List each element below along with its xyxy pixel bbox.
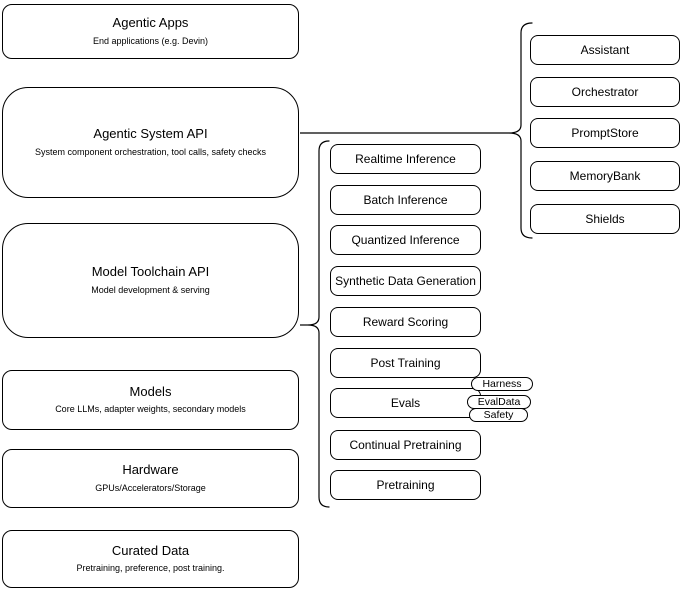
box-subtitle: Pretraining, preference, post training. xyxy=(76,563,225,574)
box-agentic-apps: Agentic Apps End applications (e.g. Devi… xyxy=(2,4,299,59)
box-post-training: Post Training xyxy=(330,348,481,378)
box-quantized-inference: Quantized Inference xyxy=(330,225,481,255)
box-synthetic-data-generation: Synthetic Data Generation xyxy=(330,266,481,296)
box-continual-pretraining: Continual Pretraining xyxy=(330,430,481,460)
box-pretraining: Pretraining xyxy=(330,470,481,500)
box-label: Continual Pretraining xyxy=(349,438,462,452)
box-label: Batch Inference xyxy=(363,193,448,207)
box-label: Realtime Inference xyxy=(355,152,456,166)
box-subtitle: Model development & serving xyxy=(91,284,210,295)
box-subtitle: End applications (e.g. Devin) xyxy=(92,35,209,46)
box-realtime-inference: Realtime Inference xyxy=(330,144,481,174)
box-hardware: Hardware GPUs/Accelerators/Storage xyxy=(2,449,299,508)
box-label: Orchestrator xyxy=(571,85,639,99)
box-label: Evals xyxy=(390,396,421,410)
box-shields: Shields xyxy=(530,204,680,234)
box-label: Quantized Inference xyxy=(351,233,460,247)
pill-label: Safety xyxy=(483,408,514,421)
box-subtitle: GPUs/Accelerators/Storage xyxy=(95,482,206,493)
box-label: Assistant xyxy=(580,43,630,57)
box-title: Agentic System API xyxy=(93,126,208,142)
box-label: Shields xyxy=(585,212,625,226)
box-label: PromptStore xyxy=(571,126,639,140)
box-model-toolchain-api: Model Toolchain API Model development & … xyxy=(2,223,299,338)
components-brace xyxy=(508,22,533,239)
toolchain-brace xyxy=(307,140,330,508)
pill-safety: Safety xyxy=(469,408,528,422)
box-label: Reward Scoring xyxy=(362,315,449,329)
box-title: Model Toolchain API xyxy=(91,264,210,280)
box-memorybank: MemoryBank xyxy=(530,161,680,191)
box-title: Agentic Apps xyxy=(112,15,189,31)
box-models: Models Core LLMs, adapter weights, secon… xyxy=(2,370,299,430)
box-title: Models xyxy=(129,383,172,399)
box-curated-data: Curated Data Pretraining, preference, po… xyxy=(2,530,299,588)
pill-label: Harness xyxy=(482,377,522,390)
box-label: Post Training xyxy=(370,356,441,370)
box-title: Hardware xyxy=(122,462,179,478)
pill-label: EvalData xyxy=(477,395,521,408)
box-assistant: Assistant xyxy=(530,35,680,65)
pill-harness: Harness xyxy=(471,377,533,391)
box-reward-scoring: Reward Scoring xyxy=(330,307,481,337)
box-promptstore: PromptStore xyxy=(530,118,680,148)
box-batch-inference: Batch Inference xyxy=(330,185,481,215)
box-subtitle: System component orchestration, tool cal… xyxy=(34,146,267,157)
box-label: Pretraining xyxy=(376,478,435,492)
box-label: MemoryBank xyxy=(569,169,641,183)
box-subtitle: Core LLMs, adapter weights, secondary mo… xyxy=(55,404,246,415)
box-label: Synthetic Data Generation xyxy=(335,274,476,288)
box-title: Curated Data xyxy=(111,542,190,558)
pill-evaldata: EvalData xyxy=(467,395,531,409)
box-agentic-system-api: Agentic System API System component orch… xyxy=(2,87,299,198)
box-evals: Evals xyxy=(330,388,481,418)
box-orchestrator: Orchestrator xyxy=(530,77,680,107)
